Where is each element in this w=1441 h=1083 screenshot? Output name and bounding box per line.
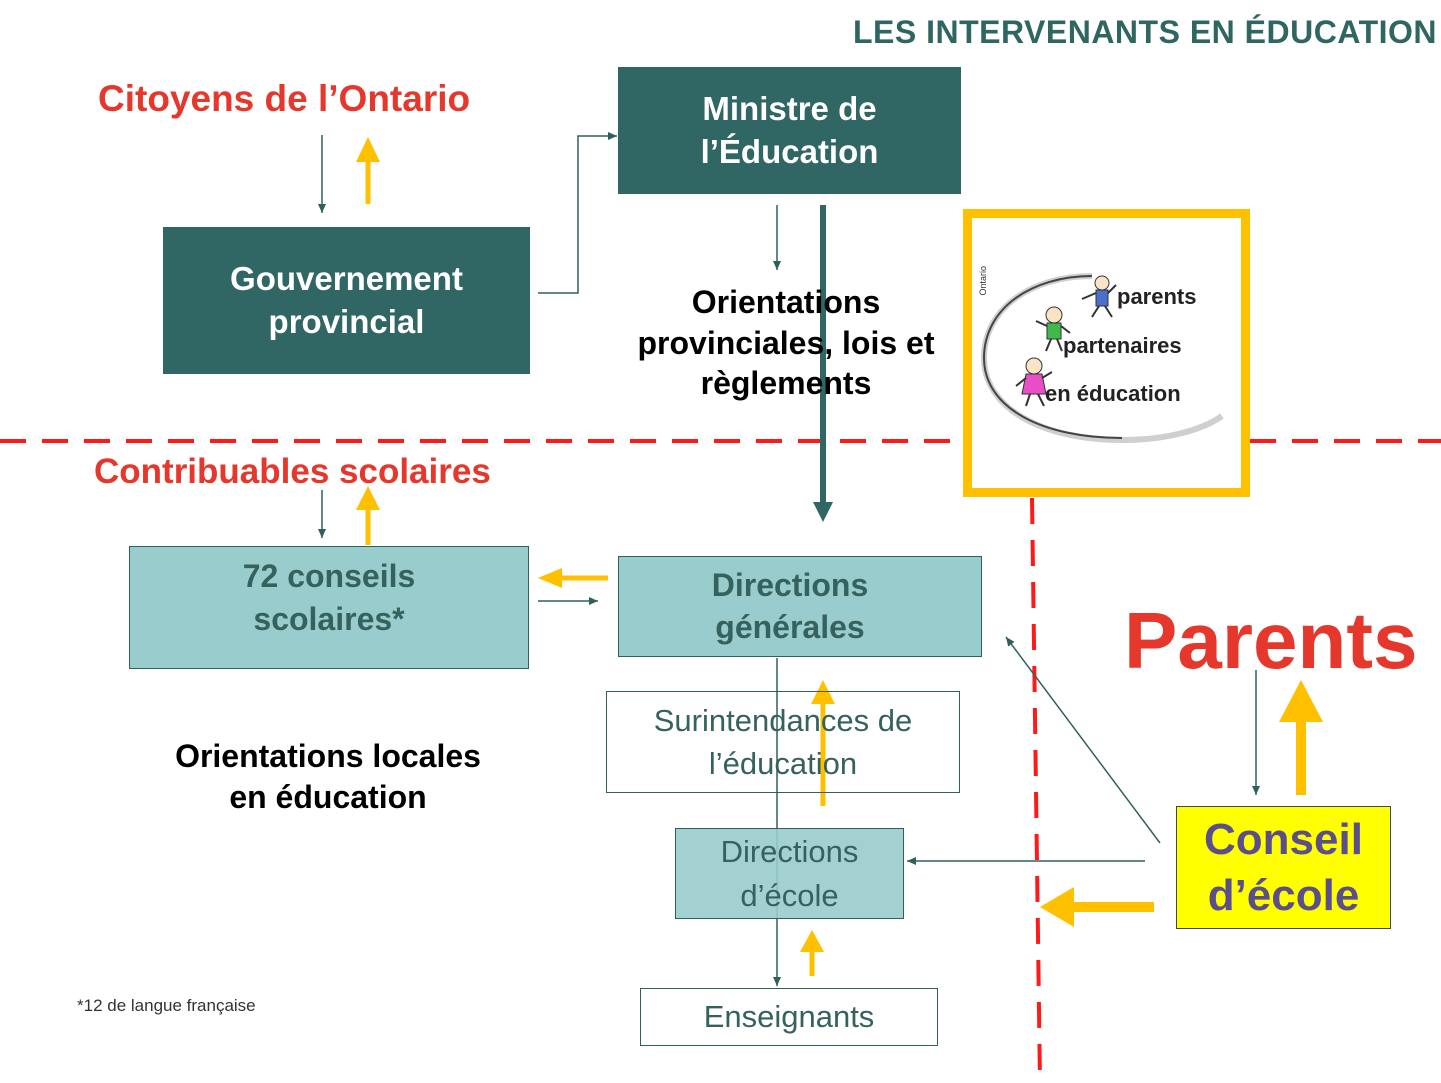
arrow-conseil-to-parents-head <box>1279 680 1323 722</box>
child-figure-green <box>1035 306 1071 352</box>
page-title: LES INTERVENANTS EN ÉDUCATION <box>852 14 1437 50</box>
ministre-line-2: l’Éducation <box>700 132 879 170</box>
arrow-conseils-to-contribuables-head <box>356 486 380 510</box>
ppe-logo <box>980 273 1224 444</box>
logo-line-partenaires: partenaires <box>1063 333 1182 358</box>
conseil-ecole-line-1: Conseil <box>1204 814 1363 864</box>
ministre-line-1: Ministre de <box>702 90 877 128</box>
orientations-prov-line-1: Orientations <box>691 284 881 320</box>
arrow-conseil-to-directions-generales <box>1005 636 1161 844</box>
directions-generales-line-1: Directions <box>711 566 869 603</box>
gouvernement-line-2: provincial <box>268 302 425 340</box>
ministre-box: Ministre de l’Éducation <box>618 67 961 194</box>
logo-line-education: en éducation <box>1045 381 1181 406</box>
conseils-line-2: scolaires* <box>253 601 405 638</box>
logo-line-parents: parents <box>1117 284 1197 309</box>
child-figure-blue <box>1081 275 1117 318</box>
orientations-prov-line-2: provinciales, lois et <box>637 324 935 361</box>
conseil-ecole-line-2: d’école <box>1207 870 1360 920</box>
gouvernement-line-1: Gouvernement <box>230 259 463 297</box>
directions-ecole-line-1: Directions <box>720 834 859 870</box>
directions-ecole-line-2: d’école <box>740 877 839 913</box>
orientations-prov-line-3: règlements <box>700 365 872 402</box>
arrow-gouvernement-to-ministre <box>538 132 617 294</box>
arrow-up-surintendances-head <box>811 680 835 704</box>
dashed-divider-vertical <box>1030 497 1042 1083</box>
surintendances-box: Surintendances de l’éducation <box>606 691 960 793</box>
arrow-ministre-to-directions-head <box>813 502 833 522</box>
contribuables-label: Contribuables scolaires <box>94 452 491 491</box>
ppe-logo-frame: Ontario parents partenaires en éducation <box>963 209 1250 497</box>
arrow-directions-to-conseils-head <box>538 568 562 588</box>
orientations-locales-line-2: en éducation <box>229 778 427 815</box>
directions-ecole-box: Directions d’école <box>675 828 904 919</box>
arrow-gouvernement-to-citoyens-head <box>356 137 380 162</box>
parents-label: Parents <box>1124 596 1418 685</box>
gouvernement-provincial-box: Gouvernement provincial <box>163 227 530 374</box>
arrow-up-enseignants-head <box>800 930 824 952</box>
logo-side-text: Ontario <box>978 266 988 296</box>
orientations-locales-label: Orientations locales en éducation <box>148 736 508 817</box>
footnote: *12 de langue française <box>77 996 256 1015</box>
citoyens-label: Citoyens de l’Ontario <box>98 78 471 119</box>
conseils-line-1: 72 conseils <box>242 558 416 594</box>
enseignants-box: Enseignants <box>640 988 938 1046</box>
directions-generales-box: Directions générales <box>618 556 982 657</box>
surintendances-line-1: Surintendances de <box>653 702 913 738</box>
surintendances-line-2: l’éducation <box>708 746 858 781</box>
arrow-conseil-left-head <box>1040 887 1074 927</box>
orientations-provinciales-label: Orientations provinciales, lois et règle… <box>606 282 966 404</box>
conseil-ecole-box: Conseil d’école <box>1176 806 1391 929</box>
conseils-scolaires-box: 72 conseils scolaires* <box>129 546 529 669</box>
orientations-locales-line-1: Orientations locales <box>175 738 481 774</box>
child-figure-pink <box>1015 357 1053 407</box>
directions-generales-line-2: générales <box>715 608 865 645</box>
